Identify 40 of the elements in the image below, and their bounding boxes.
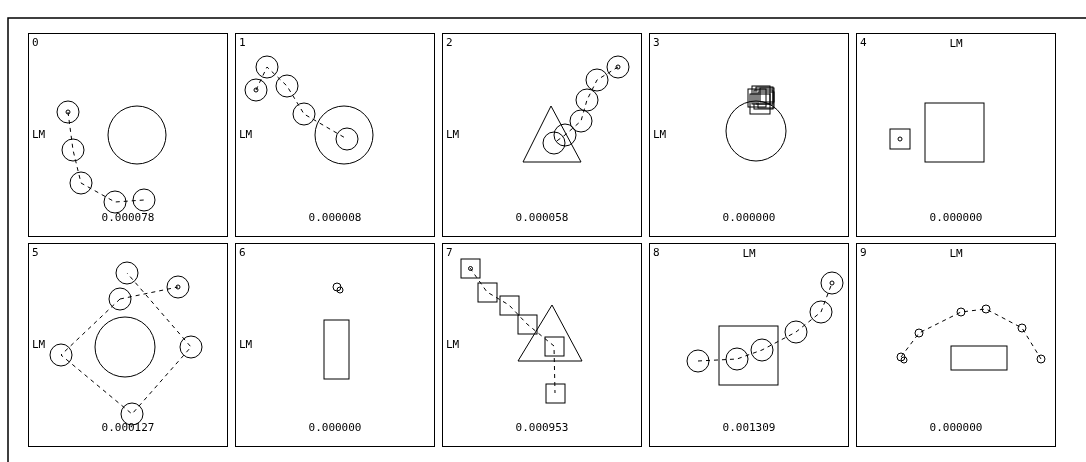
panel-number: 8 — [653, 246, 660, 259]
score-value: 0.000058 — [515, 211, 569, 224]
panel-number: 6 — [239, 246, 246, 259]
panel-frame — [28, 33, 228, 237]
panel-number: 1 — [239, 36, 246, 49]
panel-frame — [856, 243, 1056, 447]
axis-label: LM — [239, 338, 253, 351]
score-value: 0.000078 — [101, 211, 155, 224]
panel-frame — [649, 33, 849, 237]
panel-number: 2 — [446, 36, 453, 49]
panel-frame — [442, 33, 642, 237]
axis-label: LM — [446, 338, 460, 351]
score-value: 0.000000 — [929, 211, 983, 224]
panel-number: 0 — [32, 36, 39, 49]
axis-label: LM — [32, 128, 46, 141]
score-value: 0.000127 — [101, 421, 155, 434]
score-value: 0.000953 — [515, 421, 569, 434]
panel-number: 5 — [32, 246, 39, 259]
panel-frame — [28, 243, 228, 447]
axis-label: LM — [239, 128, 253, 141]
axis-label: LM — [653, 128, 667, 141]
panel-frame — [442, 243, 642, 447]
panel-number: 3 — [653, 36, 660, 49]
axis-label: LM — [949, 37, 963, 50]
score-value: 0.000000 — [722, 211, 776, 224]
panel-frame — [235, 243, 435, 447]
score-value: 0.000000 — [929, 421, 983, 434]
panel-number: 4 — [860, 36, 867, 49]
axis-label: LM — [742, 247, 756, 260]
score-value: 0.000008 — [308, 211, 362, 224]
score-value: 0.000000 — [308, 421, 362, 434]
panel-number: 7 — [446, 246, 453, 259]
panel-frame — [856, 33, 1056, 237]
axis-label: LM — [446, 128, 460, 141]
panel-number: 9 — [860, 246, 867, 259]
panel-frame — [649, 243, 849, 447]
panel-frame — [235, 33, 435, 237]
score-value: 0.001309 — [722, 421, 776, 434]
axis-label: LM — [32, 338, 46, 351]
axis-label: LM — [949, 247, 963, 260]
